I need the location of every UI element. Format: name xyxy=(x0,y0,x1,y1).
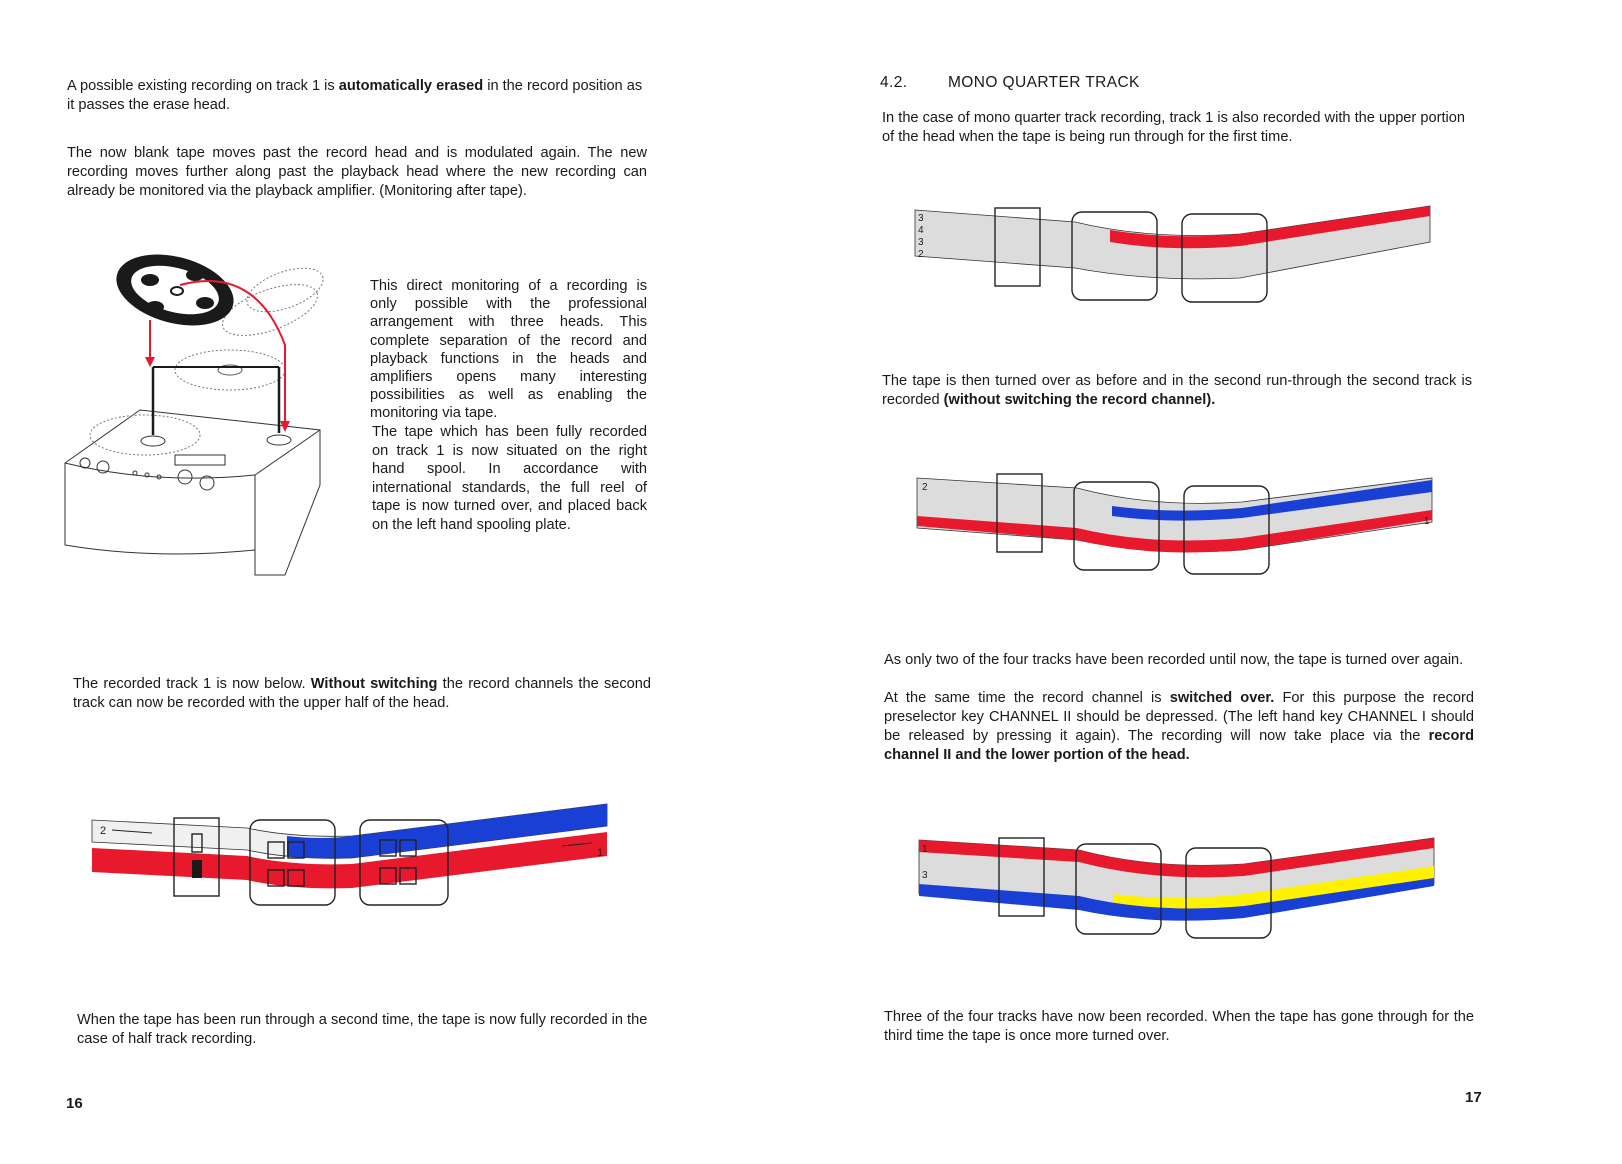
track-label-2: 2 xyxy=(922,482,928,493)
track-label-1: 1 xyxy=(597,847,603,859)
track-label-1: 1 xyxy=(922,844,928,855)
section-number: 4.2. xyxy=(880,74,908,91)
para-four-tracks-2: At the same time the record channel is s… xyxy=(884,690,1475,763)
tape-recorder-illustration xyxy=(64,254,324,576)
page-number-left: 16 xyxy=(66,1095,83,1112)
quarter-track-diagram-2: 2 1 xyxy=(916,473,1433,575)
quarter-track-diagram-1: 3 4 3 2 xyxy=(914,205,1431,303)
quarter-track-diagram-3: 1 3 xyxy=(918,837,1435,939)
para-second-run: When the tape has been run through a sec… xyxy=(77,1012,648,1047)
para-full-reel: The tape which has been fully recorded o… xyxy=(372,424,647,533)
track-label-4: 4 xyxy=(918,225,924,236)
para-turned-over: The tape is then turned over as before a… xyxy=(882,373,1472,408)
track-label-3b: 3 xyxy=(918,237,924,248)
para-three-tracks: Three of the four tracks have now been r… xyxy=(884,1009,1474,1044)
section-title: MONO QUARTER TRACK xyxy=(948,74,1140,91)
half-track-diagram: 2 1 xyxy=(91,803,608,906)
para-blank-tape: The now blank tape moves past the record… xyxy=(67,145,647,199)
track-label-2: 2 xyxy=(100,825,106,837)
para-direct-monitoring: This direct monitoring of a recording is… xyxy=(370,278,647,422)
para-four-tracks-1: As only two of the four tracks have been… xyxy=(884,652,1464,668)
track-label-1: 1 xyxy=(1424,516,1430,527)
para-recorded-track: The recorded track 1 is now below. Witho… xyxy=(73,676,651,711)
para-mono-quarter: In the case of mono quarter track record… xyxy=(882,110,1465,145)
page-number-right: 17 xyxy=(1465,1089,1482,1106)
track-label-3: 3 xyxy=(922,870,928,881)
track-label-2: 2 xyxy=(918,249,924,260)
track-label-3a: 3 xyxy=(918,213,924,224)
para-erase: A possible existing recording on track 1… xyxy=(67,78,643,113)
